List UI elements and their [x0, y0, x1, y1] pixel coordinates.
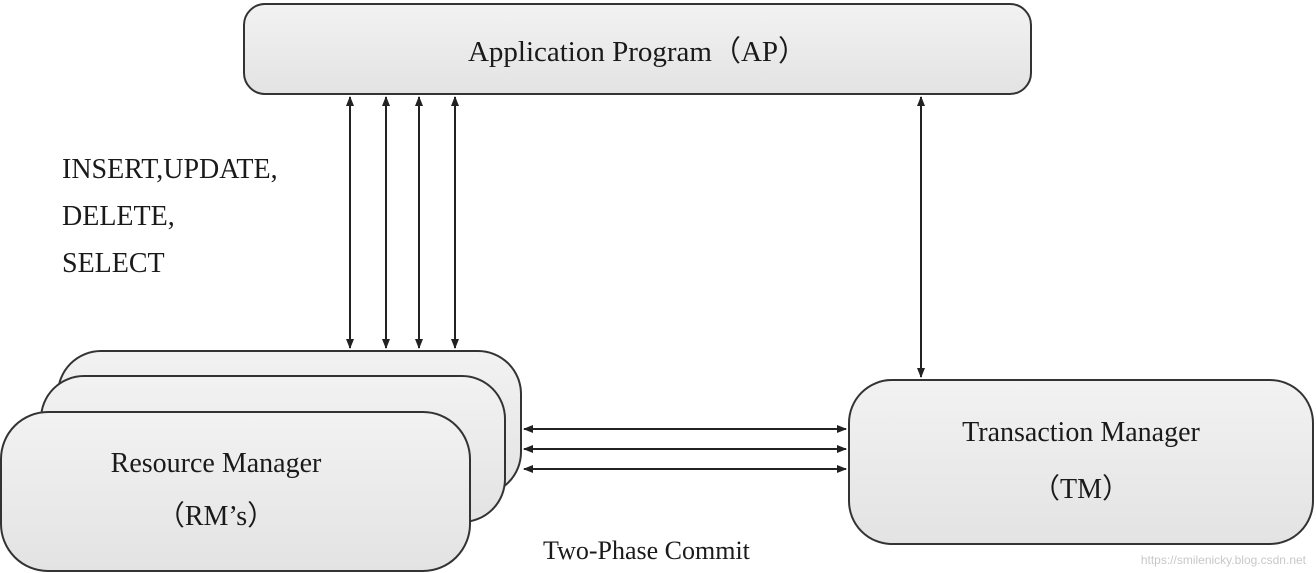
transaction-manager-abbr: （TM）	[1031, 474, 1130, 505]
sql-operations-label: INSERT,UPDATE, DELETE, SELECT	[62, 146, 278, 287]
application-program-label: Application Program（AP）	[467, 36, 808, 68]
application-program-box	[243, 3, 1032, 95]
sql-operations-line-3: SELECT	[62, 248, 165, 279]
sql-operations-line-2: DELETE,	[62, 201, 175, 232]
sql-operations-line-1: INSERT,UPDATE,	[62, 154, 278, 185]
two-phase-commit-label: Two-Phase Commit	[543, 536, 750, 565]
transaction-manager-box	[848, 379, 1314, 545]
watermark-url: https://smilenicky.blog.csdn.net	[1140, 553, 1306, 567]
resource-manager-label: Resource Manager	[110, 448, 322, 479]
transaction-manager-label: Transaction Manager	[962, 417, 1200, 448]
resource-manager-abbr: （RM’s）	[156, 501, 276, 532]
resource-manager-box-front	[0, 411, 471, 572]
